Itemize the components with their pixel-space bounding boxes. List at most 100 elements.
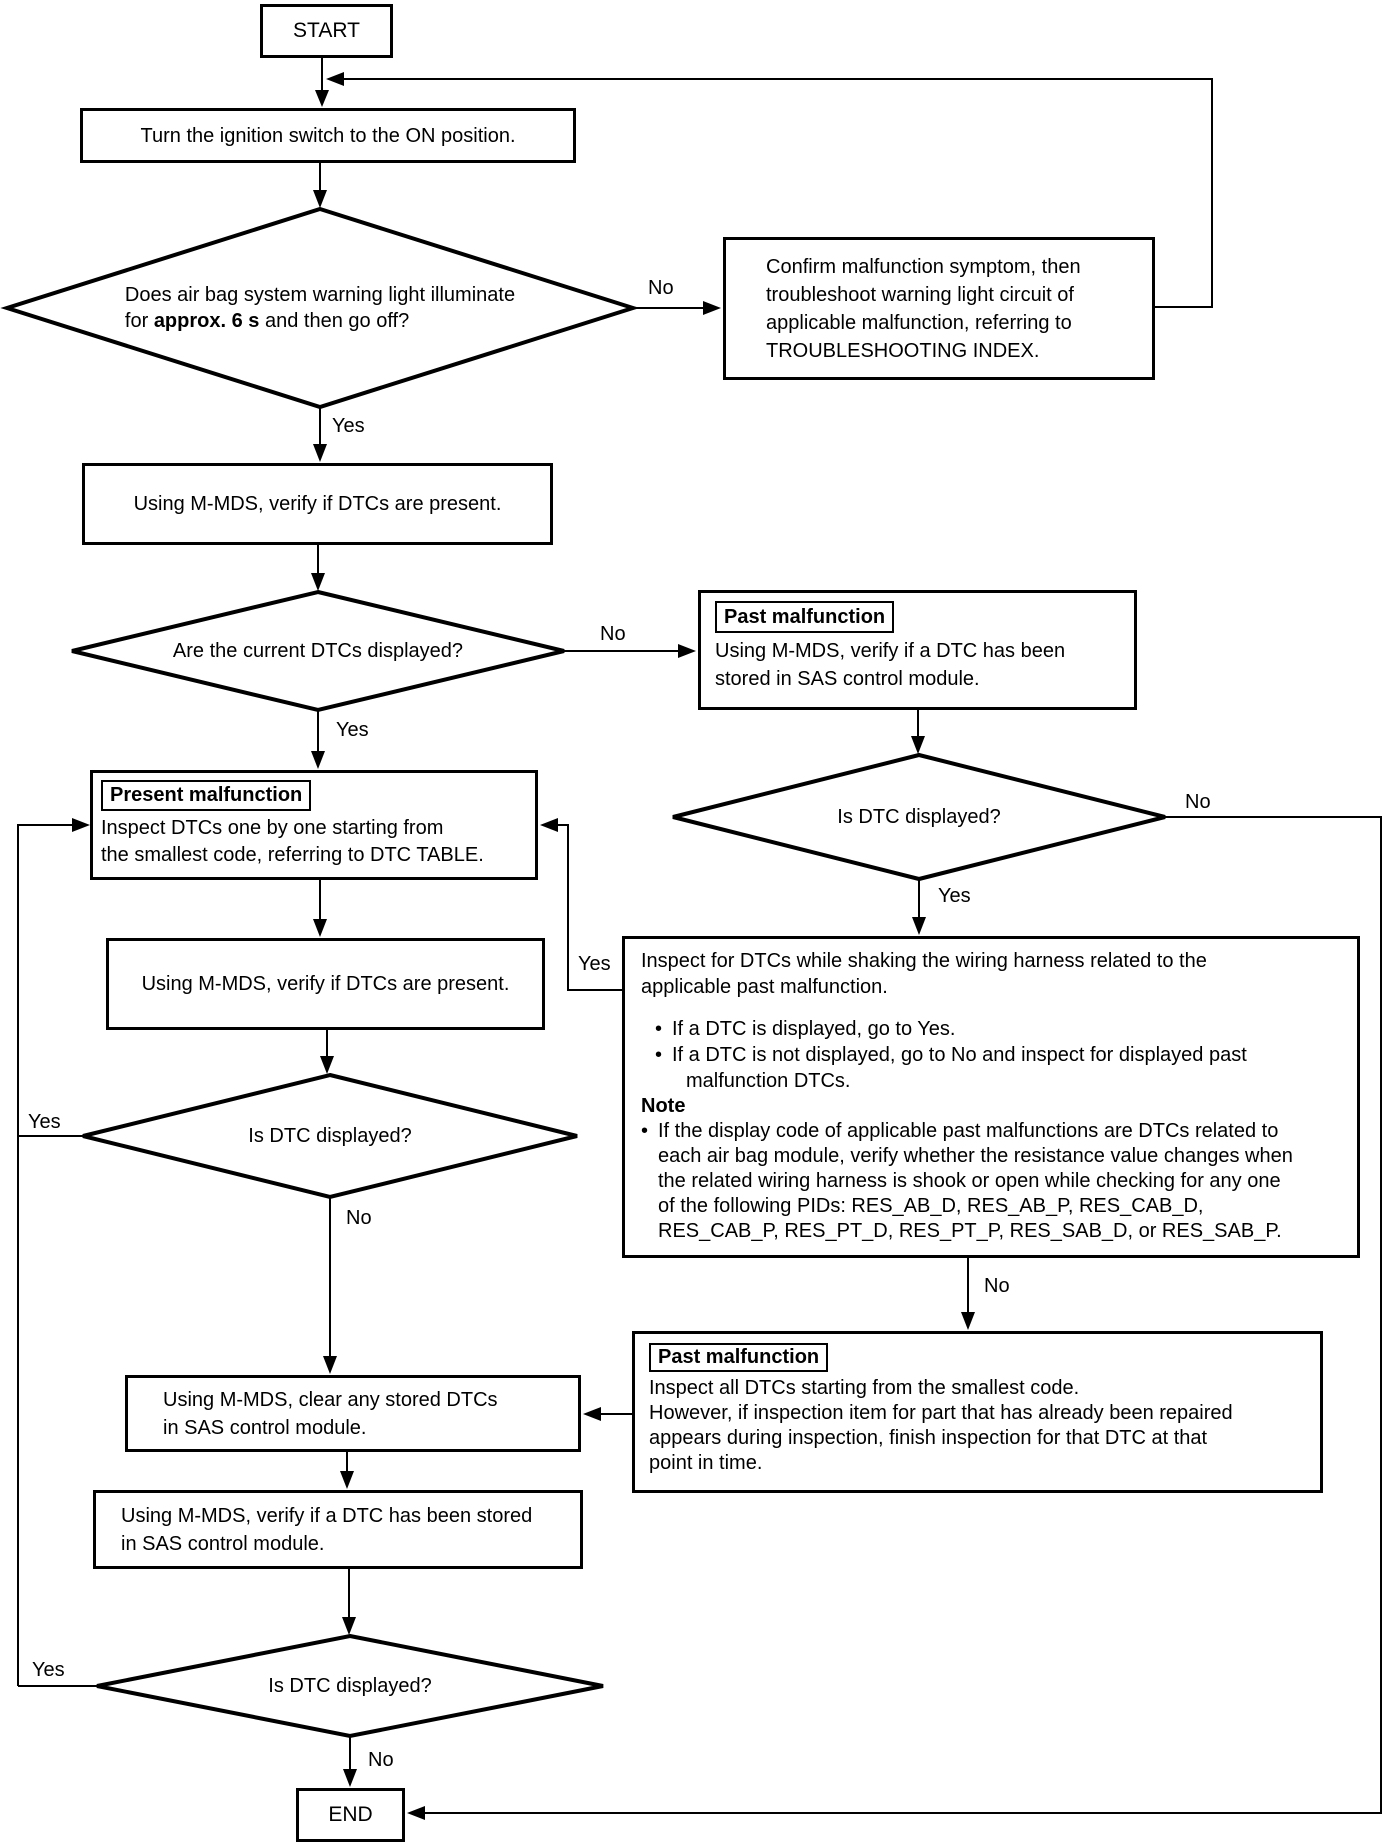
clear-dtcs-line: Using M-MDS, clear any stored DTCs — [163, 1388, 498, 1411]
confirm-symptom-line: troubleshoot warning light circuit of — [766, 283, 1074, 306]
branch-label-yes-dtc1: Yes — [938, 885, 971, 907]
arrowhead-past2-to-clear-left — [583, 1407, 601, 1421]
clear-dtcs-line: in SAS control module. — [163, 1416, 367, 1439]
diamond-current-dtcs — [71, 589, 565, 713]
arrowhead-into-current-diamond — [311, 573, 325, 591]
arrowhead-into-verify2 — [313, 919, 327, 937]
bullet-icon: • — [641, 1120, 649, 1142]
arrowhead-warning-no-right — [703, 301, 721, 315]
diamond-dtc-displayed-3 — [96, 1633, 604, 1739]
shake-harness-note-line: of the following PIDs: RES_AB_D, RES_AB_… — [658, 1195, 1204, 1217]
arrowhead-into-dtc-diamond1 — [911, 736, 925, 754]
shake-harness-intro-line: Inspect for DTCs while shaking the wirin… — [641, 950, 1207, 972]
warning-light-question-line1: Does air bag system warning light illumi… — [124, 284, 516, 306]
verify-stored-line: Using M-MDS, verify if a DTC has been st… — [121, 1504, 533, 1527]
connector-dtc1-no-right-rail — [424, 816, 1382, 1814]
arrowhead-shake-yes-left — [540, 818, 558, 832]
past-malfunction-1-line: stored in SAS control module. — [715, 668, 980, 690]
arrowhead-rail-into-present — [72, 818, 90, 832]
branch-label-yes-current: Yes — [336, 719, 369, 741]
dtc-displayed-question-3: Is DTC displayed? — [268, 1675, 432, 1697]
warning-light-question-line2: for approx. 6 s and then go off? — [124, 310, 410, 332]
shake-harness-bullet2: If a DTC is not displayed, go to No and … — [672, 1044, 1247, 1066]
past-malfunction-2-line: However, if inspection item for part tha… — [649, 1402, 1233, 1424]
branch-label-no-dtc3: No — [368, 1749, 394, 1771]
node-verify-dtcs-1: Using M-MDS, verify if DTCs are present. — [82, 463, 553, 545]
present-malfunction-line: Inspect DTCs one by one starting from — [101, 817, 444, 839]
past-malfunction-2-line: point in time. — [649, 1452, 763, 1474]
branch-label-yes-warning: Yes — [332, 415, 365, 437]
past-malfunction-2-tag: Past malfunction — [649, 1343, 829, 1372]
bullet-icon: • — [655, 1044, 663, 1066]
end-label: END — [328, 1803, 373, 1826]
node-shake-harness: Inspect for DTCs while shaking the wirin… — [622, 936, 1360, 1258]
arrowhead-into-clear — [323, 1356, 337, 1374]
connector-left-rail — [17, 824, 73, 1686]
node-present-malfunction: Present malfunction Inspect DTCs one by … — [90, 770, 538, 880]
node-verify-stored: Using M-MDS, verify if a DTC has been st… — [93, 1490, 583, 1569]
start-label: START — [293, 19, 360, 42]
arrowhead-into-end-right — [407, 1806, 425, 1820]
connector-feedback-top — [342, 78, 1213, 308]
dtc-displayed-question-2: Is DTC displayed? — [248, 1125, 412, 1147]
branch-label-yes-shake: Yes — [578, 953, 611, 975]
branch-label-no-dtc2: No — [346, 1207, 372, 1229]
shake-harness-note-line: the related wiring harness is shook or o… — [658, 1170, 1281, 1192]
present-malfunction-tag: Present malfunction — [101, 780, 312, 811]
node-start: START — [260, 4, 393, 58]
confirm-symptom-line: applicable malfunction, referring to — [766, 311, 1072, 334]
branch-label-no-shake: No — [984, 1275, 1010, 1297]
shake-harness-note-line: each air bag module, verify whether the … — [658, 1145, 1293, 1167]
arrowhead-into-verify1 — [313, 444, 327, 462]
branch-label-no-warning: No — [648, 277, 674, 299]
shake-harness-bullet2-cont: malfunction DTCs. — [686, 1070, 851, 1092]
bullet-icon: • — [655, 1018, 663, 1040]
node-end: END — [296, 1788, 405, 1842]
arrowhead-into-end-top — [343, 1769, 357, 1787]
arrowhead-into-ignition — [315, 90, 329, 107]
arrowhead-into-dtc-diamond2 — [320, 1056, 334, 1074]
shake-harness-intro-line: applicable past malfunction. — [641, 976, 888, 998]
shake-harness-note-line: RES_CAB_P, RES_PT_D, RES_PT_P, RES_SAB_D… — [658, 1220, 1282, 1242]
arrowhead-into-dtc-diamond3 — [342, 1617, 356, 1635]
dtc-displayed-question-1: Is DTC displayed? — [837, 806, 1001, 828]
shake-harness-bullet1: If a DTC is displayed, go to Yes. — [672, 1018, 956, 1040]
arrowhead-current-no-right — [678, 644, 696, 658]
current-dtcs-question: Are the current DTCs displayed? — [172, 640, 464, 662]
verify-stored-line: in SAS control module. — [121, 1532, 325, 1555]
arrowhead-into-shake-box — [912, 917, 926, 935]
past-malfunction-2-line: Inspect all DTCs starting from the small… — [649, 1377, 1080, 1399]
branch-label-yes-dtc3: Yes — [32, 1659, 65, 1681]
arrowhead-feedback-left — [326, 72, 344, 86]
arrowhead-into-verify3 — [340, 1471, 354, 1489]
past-malfunction-2-line: appears during inspection, finish inspec… — [649, 1427, 1208, 1449]
connector-shake-yes-return — [557, 824, 622, 991]
arrowhead-into-past2 — [961, 1312, 975, 1330]
confirm-symptom-line: TROUBLESHOOTING INDEX. — [766, 339, 1040, 362]
confirm-symptom-line: Confirm malfunction symptom, then — [766, 255, 1081, 278]
node-past-malfunction-1: Past malfunction Using M-MDS, verify if … — [698, 590, 1137, 710]
node-confirm-symptom: Confirm malfunction symptom, then troubl… — [723, 237, 1155, 380]
branch-label-yes-dtc2: Yes — [28, 1111, 61, 1133]
turn-ignition-text: Turn the ignition switch to the ON posit… — [140, 124, 516, 147]
diamond-warning-light — [0, 206, 640, 410]
past-malfunction-1-tag: Past malfunction — [715, 601, 895, 633]
node-turn-ignition: Turn the ignition switch to the ON posit… — [80, 108, 576, 163]
shake-harness-note-title: Note — [641, 1095, 686, 1117]
node-clear-dtcs: Using M-MDS, clear any stored DTCs in SA… — [125, 1375, 581, 1452]
shake-harness-note-line: If the display code of applicable past m… — [658, 1120, 1279, 1142]
diamond-dtc-displayed-1 — [672, 752, 1166, 882]
arrowhead-into-present — [311, 751, 325, 769]
arrowhead-into-warning-diamond — [313, 190, 327, 208]
warning-light-question: Does air bag system warning light illumi… — [7, 209, 633, 407]
branch-label-no-current: No — [600, 623, 626, 645]
verify-dtcs-2-text: Using M-MDS, verify if DTCs are present. — [141, 973, 510, 995]
node-verify-dtcs-2: Using M-MDS, verify if DTCs are present. — [106, 938, 545, 1030]
diamond-dtc-displayed-2 — [82, 1072, 578, 1200]
branch-label-no-dtc1: No — [1185, 791, 1211, 813]
past-malfunction-1-line: Using M-MDS, verify if a DTC has been — [715, 640, 1066, 662]
node-past-malfunction-2: Past malfunction Inspect all DTCs starti… — [632, 1331, 1323, 1493]
present-malfunction-line: the smallest code, referring to DTC TABL… — [101, 844, 484, 866]
